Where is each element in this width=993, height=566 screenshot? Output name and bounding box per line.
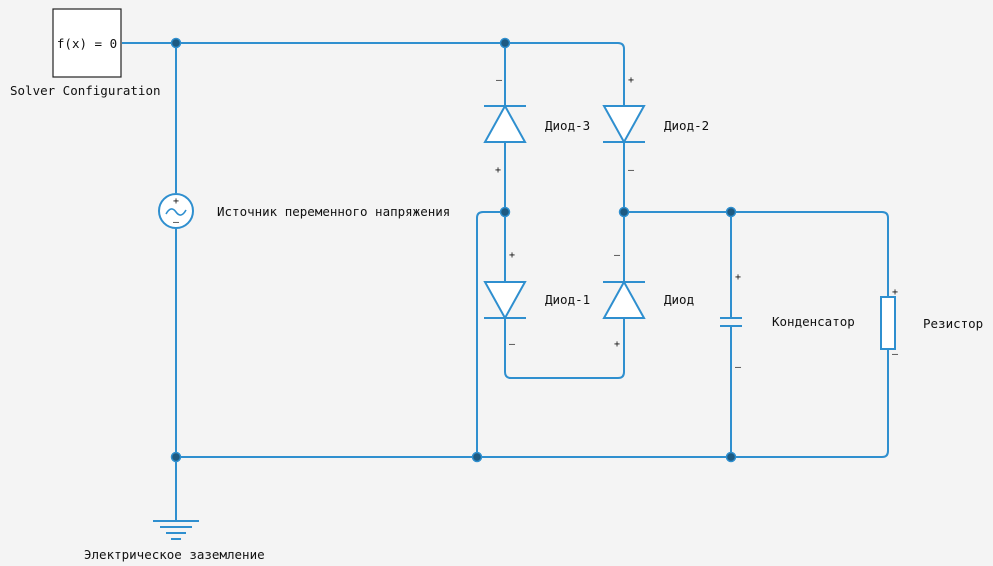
wire-left-junction-to-ground[interactable] (476, 211, 505, 457)
diode-3-plus: + (495, 165, 501, 176)
capacitor-plus: + (735, 272, 741, 283)
capacitor-label: Конденсатор (772, 314, 855, 329)
junction-right-mid (618, 206, 630, 218)
junction-left-mid (499, 206, 511, 218)
junction-top-left (170, 37, 182, 49)
diode-2-minus: – (628, 165, 635, 176)
resistor-block[interactable]: + – (880, 287, 899, 360)
diode-minus: – (614, 250, 621, 261)
diode-2-triangle[interactable] (602, 105, 646, 145)
diode-block[interactable]: – + (602, 250, 646, 350)
diode-3-label: Диод-3 (545, 118, 590, 133)
ac-source-label: Источник переменного напряжения (217, 204, 450, 219)
diode-3-triangle[interactable] (483, 103, 527, 143)
wire-diode1-bottom[interactable] (504, 318, 625, 379)
ground-symbol[interactable] (153, 520, 199, 540)
junction-top-bridge (499, 37, 511, 49)
diode-1-label: Диод-1 (545, 292, 590, 307)
wire-bottom-rail[interactable] (176, 349, 889, 458)
capacitor-block[interactable]: + – (720, 272, 742, 373)
junction-capacitor-bottom (725, 451, 737, 463)
solver-configuration-block[interactable]: f(x) = 0 (52, 8, 122, 78)
junctions (170, 37, 737, 463)
wire-right-junction-rail[interactable] (624, 211, 889, 297)
ac-source-minus: – (173, 217, 180, 228)
diode-2-plus: + (628, 75, 634, 86)
diode-plus: + (614, 339, 620, 350)
junction-ground (170, 451, 182, 463)
diode-3-minus: – (496, 75, 503, 86)
sine-wave-icon (165, 208, 187, 216)
diode-1-plus: + (509, 250, 515, 261)
diode-1-triangle[interactable] (483, 281, 527, 321)
resistor-label: Резистор (923, 316, 983, 331)
diode-2-block[interactable]: + – (602, 75, 646, 176)
resistor-minus: – (892, 349, 899, 360)
solver-equation: f(x) = 0 (57, 36, 117, 51)
diode-2-label: Диод-2 (664, 118, 709, 133)
capacitor-minus: – (735, 362, 742, 373)
resistor-plus: + (892, 287, 898, 298)
diode-3-block[interactable]: – + (483, 75, 527, 176)
solver-box[interactable] (52, 8, 122, 78)
diode-1-block[interactable]: + – (483, 250, 527, 350)
junction-capacitor-top (725, 206, 737, 218)
solver-label: Solver Configuration (10, 83, 161, 98)
ac-voltage-source[interactable]: + – (158, 193, 194, 229)
diode-triangle[interactable] (602, 279, 646, 319)
diode-1-minus: – (509, 339, 516, 350)
resistor-body[interactable] (880, 296, 896, 350)
diode-label: Диод (664, 292, 694, 307)
ac-source-plus: + (173, 196, 179, 207)
junction-bottom-bridge (471, 451, 483, 463)
wire-top-rail[interactable] (122, 42, 625, 72)
ground-label: Электрическое заземление (84, 547, 265, 562)
